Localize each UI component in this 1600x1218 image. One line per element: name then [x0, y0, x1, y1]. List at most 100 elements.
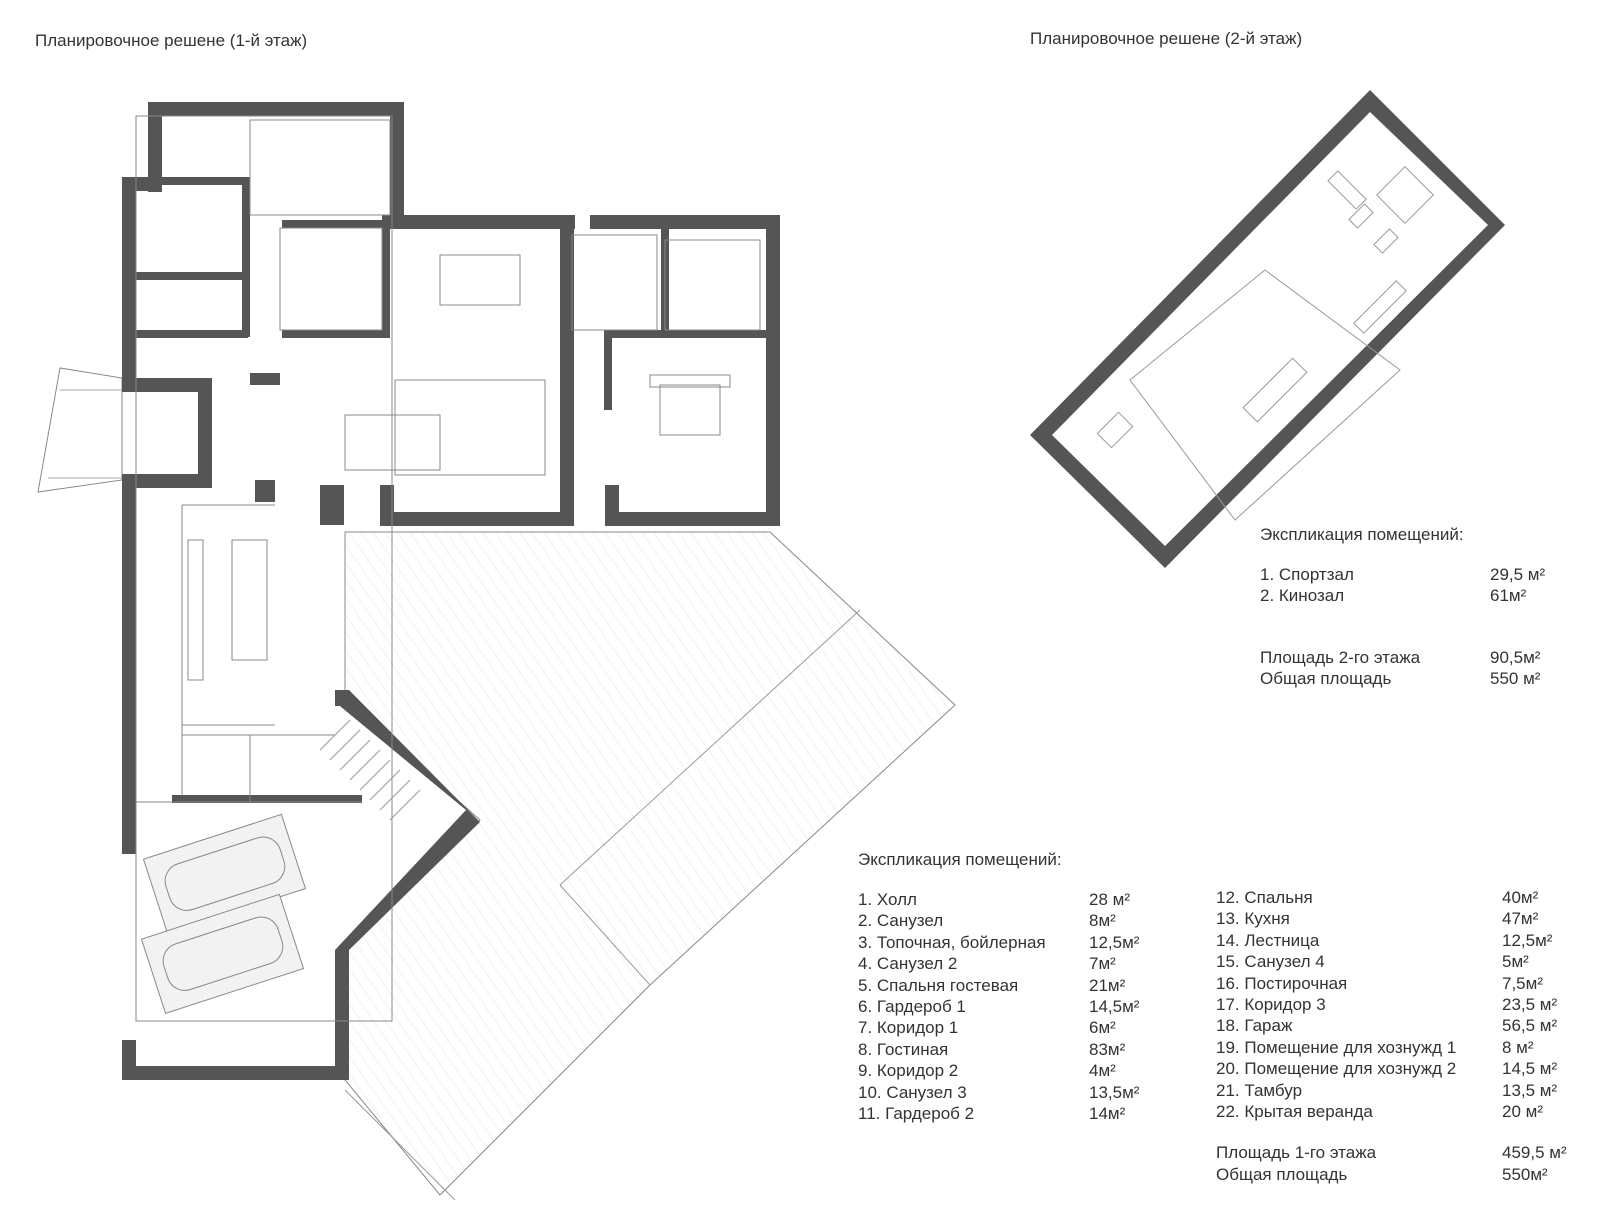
room-area: 21м² — [1089, 975, 1126, 995]
list-item: 11. Гардероб 2 14м² — [858, 1104, 1188, 1125]
room-name: 21. Тамбур — [1216, 1080, 1303, 1100]
total-name: Общая площадь — [1260, 669, 1392, 689]
room-name: 15. Санузел 4 — [1216, 952, 1325, 972]
room-area: 6м² — [1089, 1018, 1116, 1038]
room-name: 7. Коридор 1 — [858, 1018, 959, 1038]
entrance-ramp — [37, 367, 123, 493]
room-name: 3. Топочная, бойлерная — [858, 932, 1046, 952]
room-area: 5м² — [1502, 952, 1529, 972]
list-item: 15. Санузел 4 5м² — [1216, 952, 1586, 973]
list-item: 19. Помещение для хознужд 1 8 м² — [1216, 1038, 1586, 1059]
list-item: 12. Спальня 40м² — [1216, 888, 1586, 909]
room-area: 61м² — [1490, 586, 1527, 606]
room-name: 22. Крытая веранда — [1216, 1101, 1373, 1121]
room-name: 2. Кинозал — [1260, 586, 1345, 606]
total-name: Площадь 2-го этажа — [1260, 647, 1421, 667]
garage-cars — [140, 813, 307, 1014]
list-item: 22. Крытая веранда 20 м² — [1216, 1102, 1586, 1123]
list-item: 6. Гардероб 1 14,5м² — [858, 997, 1188, 1018]
room-area: 4м² — [1089, 1061, 1116, 1081]
room-name: 8. Гостиная — [858, 1039, 949, 1059]
room-name: 4. Санузел 2 — [858, 954, 958, 974]
room-area: 29,5 м² — [1490, 565, 1546, 584]
list-item: 3. Топочная, бойлерная 12,5м² — [858, 933, 1188, 954]
room-area: 28 м² — [1089, 890, 1130, 909]
room-area: 47м² — [1502, 909, 1539, 929]
floor1-legend-left: Экспликация помещений: 1. Холл 28 м² 2. С… — [858, 850, 1188, 1125]
list-item: 5. Спальня гостевая 21м² — [858, 976, 1188, 997]
room-name: 11. Гардероб 2 — [858, 1103, 975, 1123]
room-name: 14. Лестница — [1216, 930, 1320, 950]
room-name: 12. Спальня — [1216, 888, 1313, 907]
list-item: 2. Кинозал 61м² — [1260, 586, 1560, 607]
room-area: 7м² — [1089, 954, 1116, 974]
room-area: 40м² — [1502, 888, 1539, 907]
room-area: 56,5 м² — [1502, 1016, 1558, 1036]
stair-flight — [319, 719, 421, 821]
room-area: 8м² — [1089, 911, 1116, 931]
list-item: 13. Кухня 47м² — [1216, 909, 1586, 930]
room-area: 13,5 м² — [1502, 1080, 1558, 1100]
room-area: 83м² — [1089, 1039, 1126, 1059]
room-name: 2. Санузел — [858, 911, 944, 931]
floor2-plan — [1030, 90, 1505, 568]
total-area: 550 м² — [1490, 669, 1541, 689]
list-item: 7. Коридор 1 6м² — [858, 1018, 1188, 1039]
list-item: 2. Санузел 8м² — [858, 911, 1188, 932]
room-area: 14м² — [1089, 1103, 1126, 1123]
list-item: 17. Коридор 3 23,5 м² — [1216, 995, 1586, 1016]
room-name: 1. Спортзал — [1260, 565, 1354, 584]
floor2-title: Планировочное решене (2-й этаж) — [1030, 29, 1303, 48]
list-item: Площадь 2-го этажа 90,5м² — [1260, 648, 1560, 669]
gym-equipment — [1096, 166, 1434, 449]
list-item: 1. Спортзал 29,5 м² — [1260, 565, 1560, 586]
floor1-title: Планировочное решене (1-й этаж) — [35, 31, 308, 50]
floor1-legend-heading: Экспликация помещений: — [858, 850, 1062, 869]
room-name: 17. Коридор 3 — [1216, 994, 1326, 1014]
room-area: 7,5м² — [1502, 973, 1543, 993]
total-area: 550м² — [1502, 1164, 1548, 1184]
floor2-legend-heading: Экспликация помещений: — [1260, 525, 1464, 544]
room-name: 19. Помещение для хознужд 1 — [1216, 1037, 1457, 1057]
total-name: Общая площадь — [1216, 1164, 1348, 1184]
room-name: 18. Гараж — [1216, 1016, 1293, 1036]
list-item: Общая площадь 550 м² — [1260, 669, 1560, 690]
room-area: 12,5м² — [1089, 932, 1140, 952]
room-name: 16. Постирочная — [1216, 973, 1348, 993]
room-name: 10. Санузел 3 — [858, 1082, 967, 1102]
floor1-legend-right: 12. Спальня 40м² 13. Кухня 47м² 14. Лестни… — [1216, 888, 1586, 1186]
room-name: 1. Холл — [858, 890, 917, 909]
room-name: 5. Спальня гостевая — [858, 975, 1019, 995]
room-area: 23,5 м² — [1502, 994, 1558, 1014]
list-item: 8. Гостиная 83м² — [858, 1040, 1188, 1061]
floor1-plan — [37, 102, 956, 1201]
cinema-area — [1129, 269, 1401, 521]
room-name: 20. Помещение для хознужд 2 — [1216, 1059, 1457, 1079]
room-name: 13. Кухня — [1216, 909, 1290, 929]
room-area: 20 м² — [1502, 1101, 1543, 1121]
list-item: 18. Гараж 56,5 м² — [1216, 1016, 1586, 1037]
list-item: 1. Холл 28 м² — [858, 890, 1188, 911]
total-area: 90,5м² — [1490, 647, 1541, 667]
list-item: 16. Постирочная 7,5м² — [1216, 974, 1586, 995]
list-item: Площадь 1-го этажа 459,5 м² — [1216, 1143, 1586, 1164]
total-name: Площадь 1-го этажа — [1216, 1143, 1377, 1163]
room-area: 12,5м² — [1502, 930, 1553, 950]
list-item: 20. Помещение для хознужд 2 14,5 м² — [1216, 1059, 1586, 1080]
room-name: 9. Коридор 2 — [858, 1061, 959, 1081]
list-item: 21. Тамбур 13,5 м² — [1216, 1081, 1586, 1102]
floor2-legend: Экспликация помещений: 1. Спортзал 29,5 … — [1260, 525, 1560, 691]
floor2-interior — [1052, 112, 1488, 546]
room-area: 14,5 м² — [1502, 1059, 1558, 1079]
walls — [122, 102, 780, 1080]
list-item: Общая площадь 550м² — [1216, 1165, 1586, 1186]
room-area: 14,5м² — [1089, 996, 1140, 1016]
list-item: 9. Коридор 2 4м² — [858, 1061, 1188, 1082]
room-area: 8 м² — [1502, 1037, 1534, 1057]
list-item: 4. Санузел 2 7м² — [858, 954, 1188, 975]
room-name: 6. Гардероб 1 — [858, 996, 966, 1016]
interior-lines — [135, 115, 761, 1022]
total-area: 459,5 м² — [1502, 1143, 1567, 1163]
